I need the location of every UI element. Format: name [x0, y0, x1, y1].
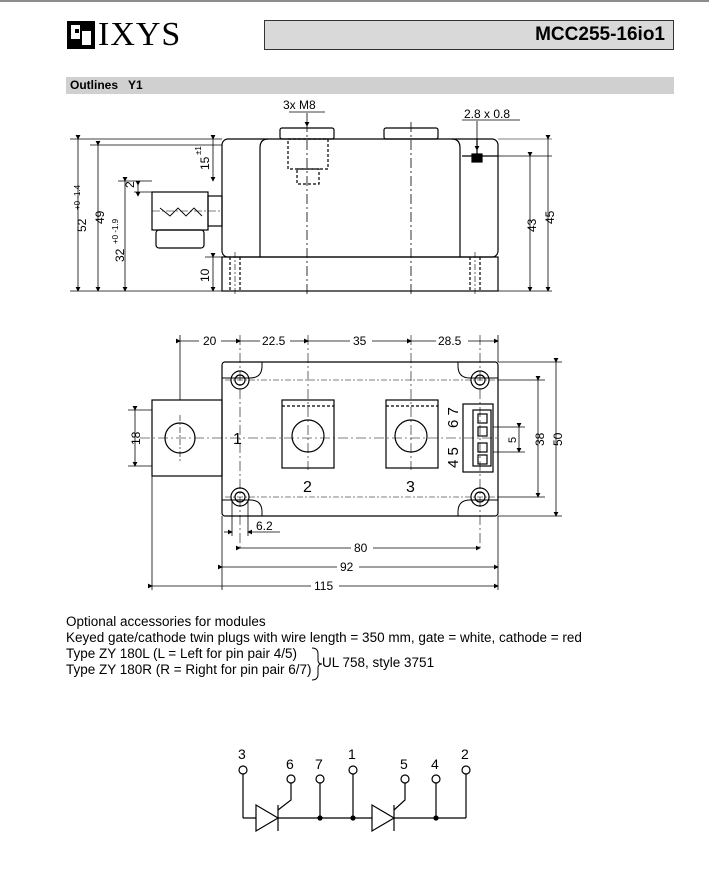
dim-115: 115 — [314, 579, 333, 593]
dim-43: 43 — [525, 218, 539, 232]
dim-22-5: 22.5 — [262, 334, 286, 348]
pin-label-4: 4 — [431, 756, 439, 772]
side-labels: 3x M8 2.8 x 0.8 52 +0 -1.4 49 32 +0 -1.9… — [73, 98, 557, 282]
tab-label: 2.8 x 0.8 — [464, 107, 510, 121]
section-label: Outlines — [70, 78, 119, 92]
dim-52: 52 — [75, 218, 89, 232]
aux-pins-top-label: 6 7 — [445, 407, 462, 428]
side-view — [151, 122, 499, 296]
terminal-2-label: 2 — [303, 479, 312, 496]
dim-20: 20 — [203, 334, 217, 348]
screw-label: 3x M8 — [283, 98, 316, 112]
pin-6-terminal — [286, 774, 296, 784]
type-brace — [311, 647, 323, 681]
terminal-3-label: 3 — [406, 479, 415, 496]
pin-label-2: 2 — [461, 746, 469, 762]
dim-80: 80 — [354, 541, 368, 555]
ixys-logo: IXYS — [66, 18, 181, 52]
ul-rating: UL 758, style 3751 — [322, 655, 435, 670]
dim-52-tol: +0 -1.4 — [73, 184, 82, 210]
dim-10: 10 — [198, 268, 212, 282]
pin-1-terminal — [348, 765, 358, 775]
pin-4-terminal — [431, 774, 441, 784]
side-baseplate — [221, 256, 499, 292]
ixys-logo-mark — [67, 21, 95, 49]
notes-plug-description: Keyed gate/cathode twin plugs with wire … — [66, 630, 582, 645]
dim-15-tol: ±1 — [194, 146, 203, 155]
pin-label-7: 7 — [315, 756, 323, 772]
part-number-box: MCC255-16io1 — [264, 20, 674, 50]
terminal-1-label: 1 — [233, 431, 242, 448]
side-dimensions — [70, 111, 552, 292]
section-variant: Y1 — [128, 78, 143, 92]
part-number: MCC255-16io1 — [535, 24, 665, 45]
dim-2: 2 — [123, 181, 137, 188]
schematic-pin-labels: 3 6 7 1 5 4 2 — [238, 746, 469, 772]
notes-heading: Optional accessories for modules — [66, 614, 266, 629]
pin-label-3: 3 — [238, 746, 246, 762]
dim-15: 15 — [198, 156, 212, 170]
type-zy180r: Type ZY 180R (R = Right for pin pair 6/7… — [66, 662, 312, 677]
dim-49: 49 — [93, 210, 107, 224]
dim-18: 18 — [129, 431, 143, 445]
dim-28-5: 28.5 — [438, 334, 462, 348]
dim-45: 45 — [543, 210, 557, 224]
dim-92: 92 — [340, 560, 354, 574]
top-dimensions — [128, 335, 562, 590]
pin-2-terminal — [461, 765, 471, 775]
pin-5-terminal — [400, 774, 410, 784]
dim-5: 5 — [507, 437, 519, 443]
accessories-notes: Optional accessories for modules Keyed g… — [66, 614, 582, 646]
header-rule — [0, 0, 709, 2]
dim-32: 32 — [113, 248, 127, 262]
dim-50: 50 — [551, 432, 565, 446]
top-baseplate — [221, 361, 499, 517]
aux-pins-bottom-label: 4 5 — [445, 447, 462, 468]
dim-32-tol: +0 -1.9 — [111, 218, 120, 244]
pin-label-1: 1 — [348, 746, 356, 762]
top-labels: 20 22.5 35 28.5 18 38 50 5 6.2 80 92 115… — [129, 334, 565, 593]
dim-6-2: 6.2 — [256, 519, 273, 533]
pin-label-5: 5 — [400, 756, 408, 772]
plug-types: Type ZY 180L (L = Left for pin pair 4/5)… — [66, 646, 312, 678]
brand-name: IXYS — [98, 16, 182, 53]
pin-3-terminal — [238, 765, 248, 775]
section-bar: Outlines Y1 — [66, 77, 674, 94]
pin-label-6: 6 — [286, 756, 294, 772]
pin-7-terminal — [315, 774, 325, 784]
dim-35: 35 — [353, 334, 367, 348]
circuit-schematic — [238, 765, 471, 833]
dim-38: 38 — [533, 432, 547, 446]
type-zy180l: Type ZY 180L (L = Left for pin pair 4/5) — [66, 646, 298, 661]
top-view — [140, 335, 500, 548]
